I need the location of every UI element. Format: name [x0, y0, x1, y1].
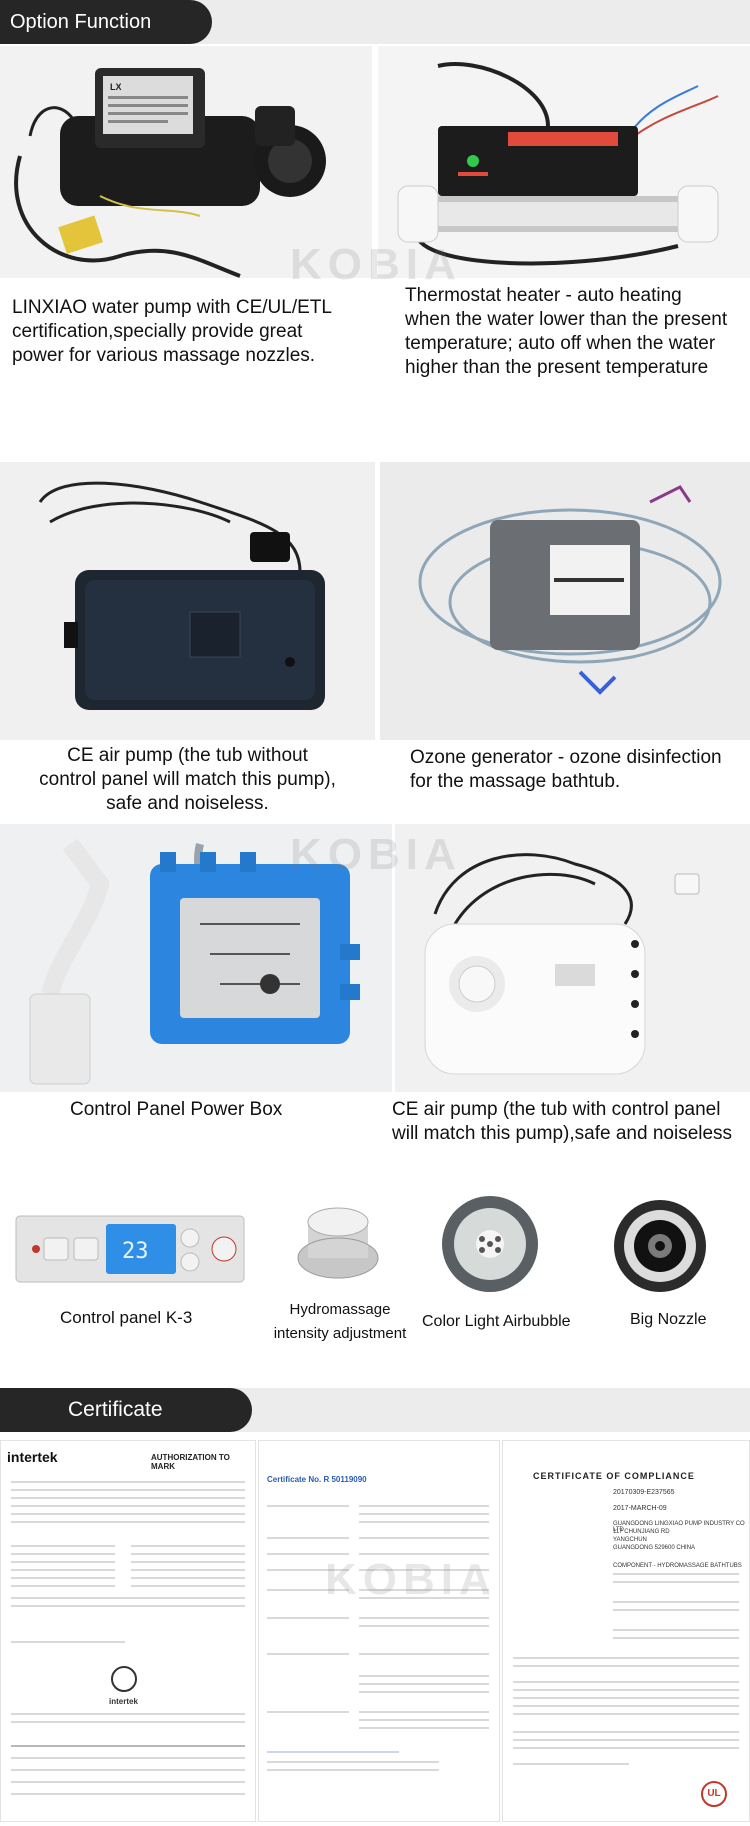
- air-pump-no-panel-caption-line-3: safe and noiseless.: [106, 793, 269, 814]
- ul-address-3: GUANGDONG 529600 CHINA: [613, 1545, 696, 1551]
- heater-caption-line-4: higher than the present temperature: [405, 357, 709, 378]
- certificate-section-bar: Certificate: [0, 1388, 750, 1432]
- air-pump-panel-photo: [395, 824, 750, 1092]
- control-panel-photo: 23: [14, 1214, 246, 1284]
- ce-cert-number: Certificate No. R 50119090: [267, 1475, 367, 1484]
- power-box-photo: [0, 824, 392, 1092]
- air-pump-no-panel-caption-line-1: CE air pump (the tub without: [67, 745, 308, 766]
- water-pump-photo: LX: [0, 46, 372, 278]
- ozone-caption: Ozone generator - ozone disinfection for…: [410, 746, 750, 794]
- ozone-generator-photo: [380, 462, 750, 740]
- air-pump-panel-caption-line-2: will match this pump),safe and noiseless: [392, 1123, 733, 1144]
- intertek-logo: intertek: [7, 1449, 58, 1465]
- color-light-caption: Color Light Airbubble: [422, 1313, 571, 1330]
- ul-address-2: YANGCHUN: [613, 1537, 647, 1543]
- ce-certificate: Certificate No. R 50119090: [258, 1440, 500, 1822]
- heater-caption: Thermostat heater - auto heating when th…: [405, 284, 750, 380]
- air-pump-no-panel-photo: [0, 462, 375, 740]
- thermostat-heater-photo: [378, 46, 750, 278]
- ozone-caption-line-1: Ozone generator - ozone disinfection: [410, 747, 722, 768]
- ul-issue-date: 2017-MARCH-09: [613, 1505, 667, 1512]
- option-section-title: Option Function Devices: [0, 0, 212, 77]
- heater-caption-line-2: when the water lower than the present: [405, 309, 728, 330]
- heater-caption-line-3: temperature; auto off when the water: [405, 333, 716, 354]
- color-light-airbubble-photo: [440, 1194, 540, 1294]
- water-pump-caption-line-1: LINXIAO water pump with CE/UL/ETL: [12, 297, 332, 318]
- hydromassage-caption-line-1: Hydromassage: [289, 1301, 391, 1318]
- control-panel-display: 23: [122, 1239, 149, 1264]
- hydromassage-caption: Hydromassage intensity adjustment: [265, 1298, 415, 1346]
- air-pump-panel-caption-line-1: CE air pump (the tub with control panel: [392, 1099, 721, 1120]
- ul-company: GUANGDONG LINGXIAO PUMP INDUSTRY CO LTD: [613, 1521, 745, 1533]
- svg-text:LX: LX: [110, 82, 122, 92]
- option-section-bar: Option Function Devices: [0, 0, 750, 77]
- water-pump-caption: LINXIAO water pump with CE/UL/ETL certif…: [12, 296, 372, 368]
- ul-address-1: 117 CHUNJIANG RD: [613, 1529, 670, 1535]
- intertek-certificate: intertek AUTHORIZATION TO MARK intertek: [0, 1440, 256, 1822]
- intertek-heading: AUTHORIZATION TO MARK: [151, 1453, 230, 1471]
- hydromassage-knob-photo: [293, 1200, 383, 1290]
- intertek-footer-logo: intertek: [109, 1697, 138, 1706]
- ozone-caption-line-2: for the massage bathtub.: [410, 771, 621, 792]
- big-nozzle-caption: Big Nozzle: [630, 1311, 707, 1328]
- ul-certificate: CERTIFICATE OF COMPLIANCE 20170309-E2375…: [502, 1440, 750, 1822]
- ul-heading: CERTIFICATE OF COMPLIANCE: [533, 1471, 695, 1481]
- ul-product: COMPONENT - HYDROMASSAGE BATHTUBS: [613, 1563, 742, 1569]
- certificate-section-title: Certificate: [0, 1388, 252, 1432]
- air-pump-panel-caption: CE air pump (the tub with control panel …: [392, 1098, 750, 1146]
- ul-logo: UL: [701, 1781, 727, 1807]
- control-panel-caption: Control panel K-3: [60, 1308, 193, 1327]
- water-pump-caption-line-2: certification,specially provide great: [12, 321, 303, 342]
- water-pump-caption-line-3: power for various massage nozzles.: [12, 345, 316, 366]
- heater-caption-line-1: Thermostat heater - auto heating: [405, 285, 682, 306]
- power-box-caption: Control Panel Power Box: [70, 1099, 283, 1120]
- ul-ref: 20170309-E237565: [613, 1489, 675, 1496]
- hydromassage-caption-line-2: intensity adjustment: [273, 1325, 407, 1342]
- air-pump-no-panel-caption: CE air pump (the tub without control pan…: [0, 744, 375, 816]
- big-nozzle-photo: [610, 1196, 710, 1296]
- air-pump-no-panel-caption-line-2: control panel will match this pump),: [39, 769, 336, 790]
